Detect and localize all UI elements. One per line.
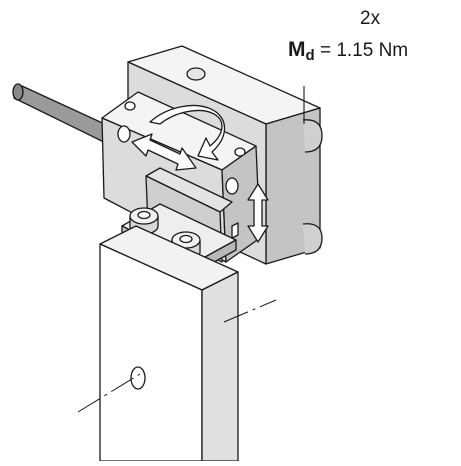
quantity-label: 2x bbox=[360, 8, 381, 29]
center-lines bbox=[77, 299, 277, 413]
torque-label: Md = 1.15 Nm bbox=[288, 38, 409, 64]
vertical-double-arrow-icon bbox=[247, 183, 269, 243]
torque-symbol: M bbox=[288, 38, 306, 61]
horizontal-double-arrow-icon bbox=[131, 133, 197, 171]
support-column bbox=[99, 225, 239, 462]
rotation-arrow-icon bbox=[149, 104, 226, 161]
torque-subscript: d bbox=[305, 47, 315, 64]
torque-value: = 1.15 Nm bbox=[319, 40, 409, 61]
